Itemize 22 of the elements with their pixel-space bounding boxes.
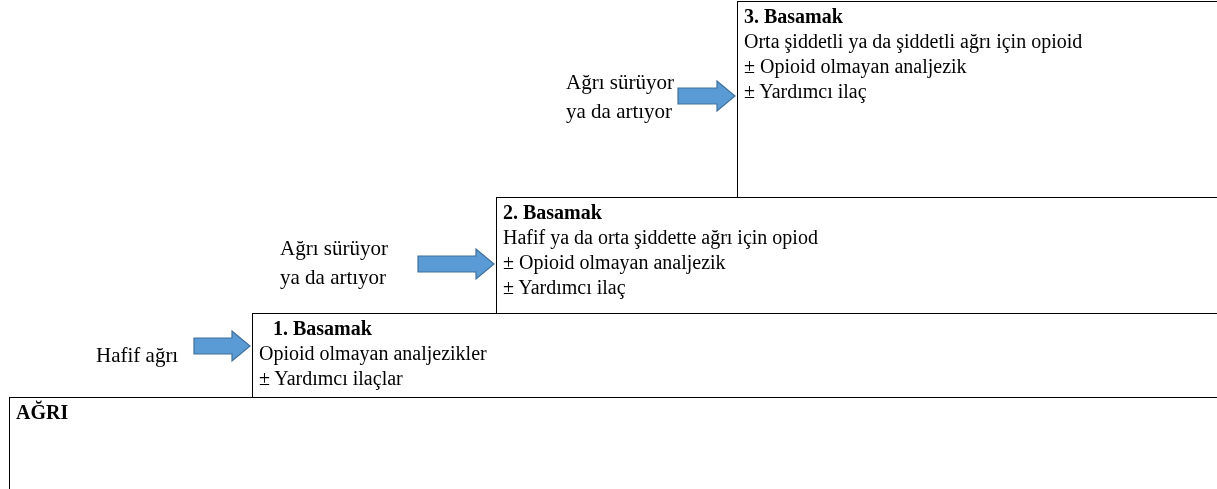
step-heading: 3. Basamak: [744, 4, 844, 29]
step-heading: AĞRI: [16, 400, 70, 425]
block-arrow: [193, 329, 251, 363]
condition-label: Ağrı sürüyor ya da artıyor: [566, 66, 678, 128]
step-box: [496, 197, 1217, 313]
condition-label: Hafif ağrı: [96, 340, 194, 370]
step-text: Hafif ya da orta şiddette ağrı için opiod: [503, 225, 819, 250]
step-heading: 1. Basamak: [272, 316, 373, 341]
step-heading: 2. Basamak: [503, 200, 603, 225]
step-box: [252, 313, 1217, 397]
step-box: [9, 397, 1217, 489]
step-text: ± Opioid olmayan analjezik: [503, 250, 727, 275]
step-text: Orta şiddetli ya da şiddetli ağrı için opioid: [744, 29, 1084, 54]
step-text: ± Yardımcı ilaç: [744, 79, 868, 104]
step-text: ± Yardımcı ilaç: [503, 275, 627, 300]
step-text: ± Yardımcı ilaçlar: [259, 366, 404, 391]
step-text: ± Opioid olmayan analjezik: [744, 54, 968, 79]
step-text: Opioid olmayan analjezikler: [259, 341, 488, 366]
step-box: [737, 1, 1217, 197]
block-arrow: [677, 79, 736, 113]
condition-label: Ağrı sürüyor ya da artıyor: [280, 232, 418, 294]
block-arrow: [417, 247, 495, 281]
